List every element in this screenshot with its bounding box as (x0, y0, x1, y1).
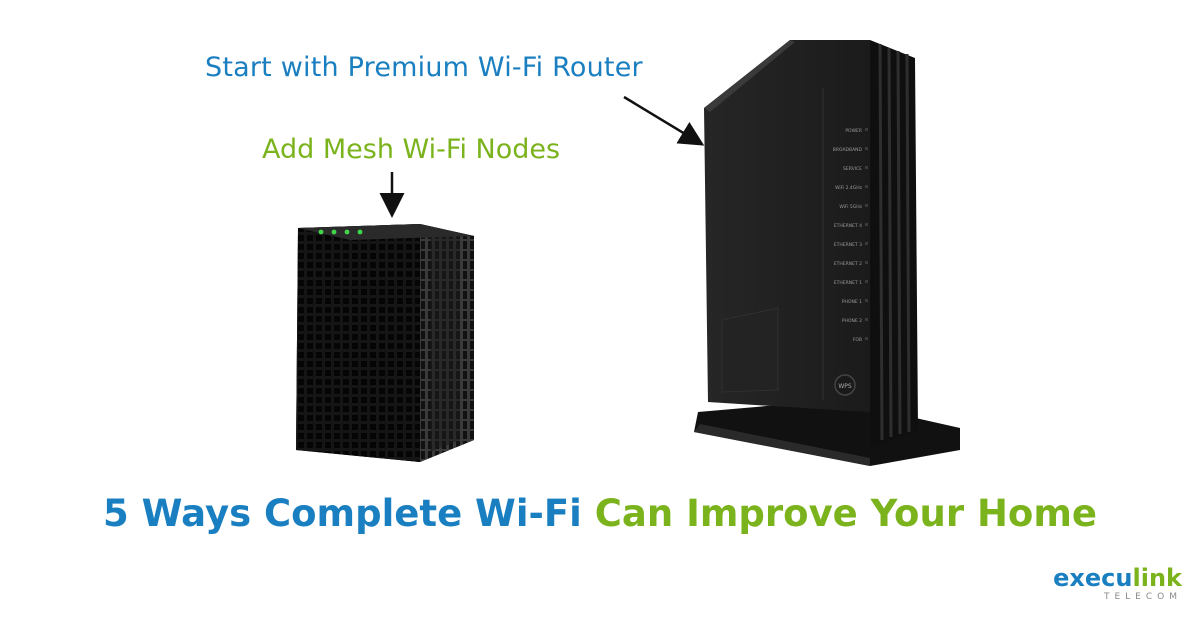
router-port-label: POWER (845, 128, 862, 134)
nodes-callout-label: Add Mesh Wi-Fi Nodes (262, 134, 561, 165)
router-status-led (865, 204, 868, 207)
router-status-led (865, 261, 868, 264)
router-port-label: BROADBAND (833, 147, 863, 153)
router-wps-button (834, 374, 856, 396)
router-arrow (623, 95, 705, 146)
router-status-led (865, 318, 868, 321)
router-port-label: ETHERNET 3 (834, 242, 862, 248)
router-status-led (865, 337, 868, 340)
router-status-led (865, 128, 868, 131)
router-port-label: ETHERNET 2 (834, 261, 862, 267)
router-status-led (865, 223, 868, 226)
router-status-led (865, 185, 868, 188)
router-port-label: SERVICE (843, 166, 862, 172)
execulink-logo: execulink TELECOM (1053, 566, 1182, 602)
headline: 5 Ways Complete Wi-Fi Can Improve Your H… (0, 492, 1200, 535)
router-status-led (865, 299, 868, 302)
router-wps-label: WPS (838, 383, 852, 390)
node-led-4 (357, 229, 363, 235)
logo-subtitle: TELECOM (1103, 592, 1182, 602)
router-port-label: FOB (853, 337, 862, 343)
router-port-label: WiFi 5GHz (839, 204, 862, 210)
logo-wordmark: execulink (1053, 566, 1182, 590)
router-callout-label: Start with Premium Wi-Fi Router (205, 52, 643, 83)
headline-part-1: 5 Ways Complete Wi-Fi (103, 492, 582, 535)
logo-wordmark-part-1: execu (1053, 564, 1133, 592)
router-status-led (865, 242, 868, 245)
router-port-label: PHONE 1 (842, 299, 862, 305)
router-status-led (865, 280, 868, 283)
node-led-1 (318, 229, 324, 235)
mesh-node-image (296, 224, 474, 462)
router-port-label: ETHERNET 1 (834, 280, 862, 286)
headline-part-2: Can Improve Your Home (594, 492, 1097, 535)
router-port-label: ETHERNET 4 (834, 223, 862, 229)
node-led-2 (331, 229, 337, 235)
router-status-led (865, 166, 868, 169)
logo-wordmark-part-2: link (1132, 564, 1183, 592)
node-led-3 (344, 229, 350, 235)
router-port-label: PHONE 2 (842, 318, 862, 324)
router-status-led (865, 147, 868, 150)
router-port-label: WiFi 2.4GHz (835, 185, 863, 191)
